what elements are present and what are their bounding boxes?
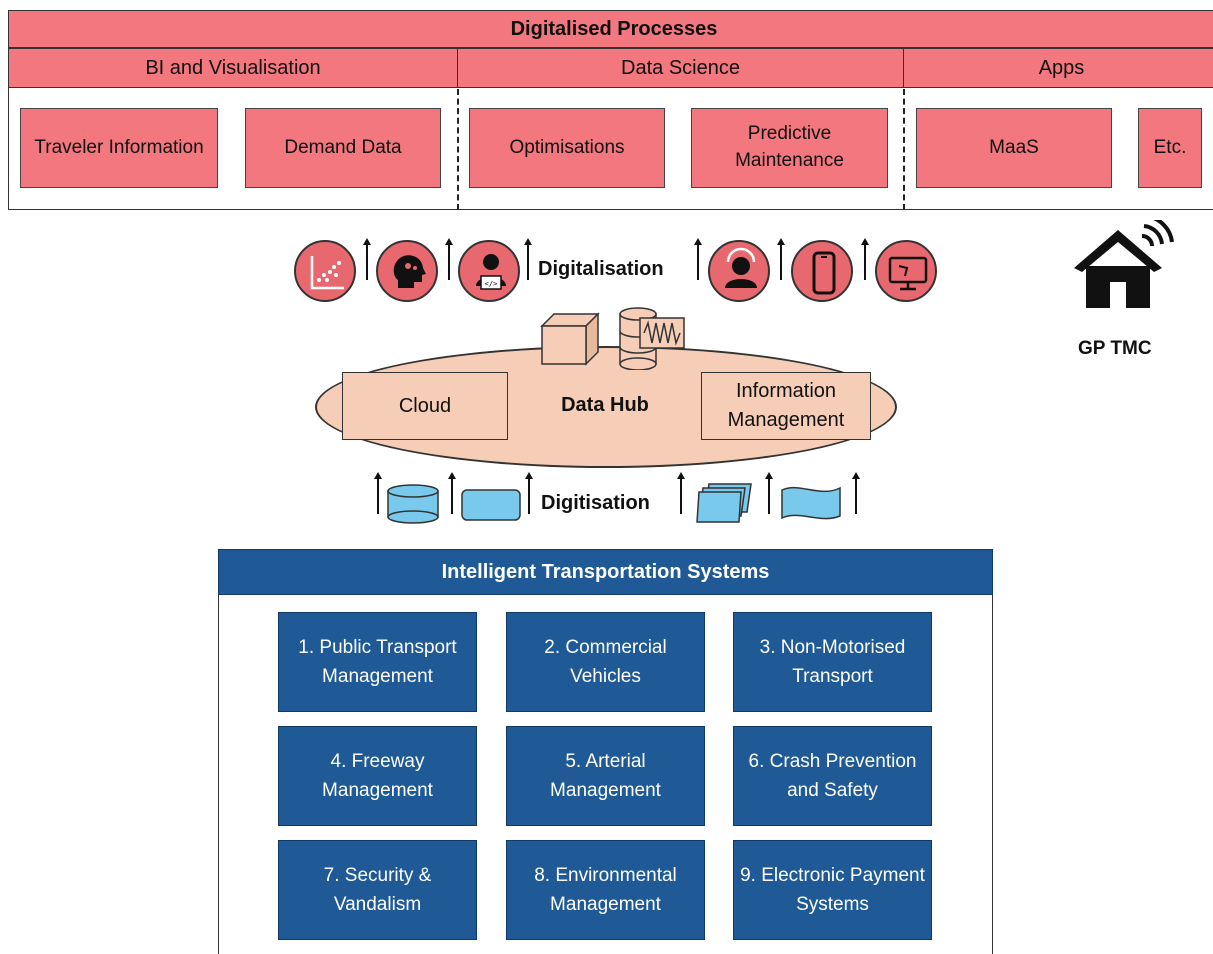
smart-home-icon [1074,220,1174,308]
its-item-environmental-management: 8. Environmental Management [506,840,705,940]
up-arrow-icon [852,472,860,514]
digitalisation-label: Digitalisation [538,258,664,280]
its-item-non-motorised-transport: 3. Non-Motorised Transport [733,612,932,712]
divider-dashed [457,89,459,210]
scatter-chart-icon [294,240,356,302]
up-arrow-icon [694,238,702,280]
brain-head-icon [376,240,438,302]
divider-dashed [903,89,905,210]
process-predictive-maintenance: Predictive Maintenance [691,108,888,188]
developer-laptop-icon: </> [458,240,520,302]
up-arrow-icon [765,472,773,514]
its-item-crash-prevention: 6. Crash Prevention and Safety [733,726,932,826]
up-arrow-icon [448,472,456,514]
digitalised-processes-title: Digitalised Processes [8,10,1213,48]
process-demand-data: Demand Data [245,108,441,188]
its-item-electronic-payment: 9. Electronic Payment Systems [733,840,932,940]
monitor-icon [875,240,937,302]
smartphone-icon [791,240,853,302]
process-maas: MaaS [916,108,1112,188]
category-bi-visualisation: BI and Visualisation [8,48,458,88]
wave-document-icon [781,486,841,520]
up-arrow-icon [861,238,869,280]
up-arrow-icon [525,472,533,514]
its-item-security-vandalism: 7. Security & Vandalism [278,840,477,940]
its-title: Intelligent Transportation Systems [218,549,993,595]
up-arrow-icon [777,238,785,280]
database-cylinder-icon [387,484,439,524]
cube-icon [540,312,600,366]
process-optimisations: Optimisations [469,108,665,188]
svg-text:</>: </> [485,280,498,288]
its-item-public-transport: 1. Public Transport Management [278,612,477,712]
process-traveler-information: Traveler Information [20,108,218,188]
up-arrow-icon [677,472,685,514]
stacked-cards-icon [696,483,752,523]
rounded-rect-icon [461,489,521,521]
its-item-commercial-vehicles: 2. Commercial Vehicles [506,612,705,712]
category-apps: Apps [904,48,1213,88]
database-icon [619,307,685,370]
up-arrow-icon [445,238,453,280]
category-data-science: Data Science [458,48,904,88]
up-arrow-icon [363,238,371,280]
process-etc: Etc. [1138,108,1202,188]
data-hub-label: Data Hub [561,394,649,416]
up-arrow-icon [374,472,382,514]
its-item-arterial-management: 5. Arterial Management [506,726,705,826]
its-item-freeway-management: 4. Freeway Management [278,726,477,826]
support-agent-icon [708,240,770,302]
digitisation-label: Digitisation [541,492,650,514]
cloud-box: Cloud [342,372,508,440]
up-arrow-icon [524,238,532,280]
information-management-box: Information Management [701,372,871,440]
gp-tmc-label: GP TMC [1078,338,1152,359]
